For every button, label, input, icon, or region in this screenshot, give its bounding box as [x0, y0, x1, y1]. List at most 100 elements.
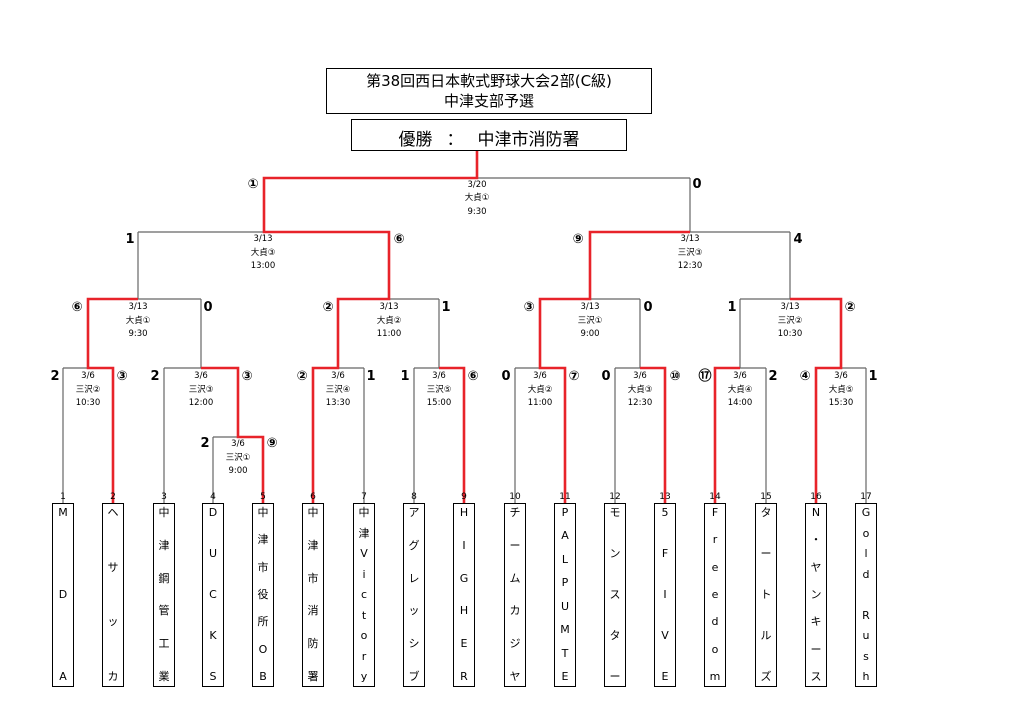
team-name-char: d: [862, 567, 870, 581]
team-name-char: d: [711, 615, 719, 629]
team-number: 6: [310, 492, 316, 502]
match-venue: 三沢⑤: [426, 384, 452, 395]
team-number: 1: [60, 492, 66, 502]
team-name-char: O: [258, 642, 268, 656]
r1-c-score-left: ②: [296, 369, 308, 384]
team-name-char: H: [459, 506, 469, 519]
team-number: 5: [260, 492, 266, 502]
team-name-char: [864, 589, 868, 601]
match-venue: 大貞①: [464, 193, 490, 203]
match-semi-left-info: 3/13 大貞③ 13:00: [251, 233, 276, 274]
r1-f-score-right: ⑩: [669, 369, 681, 384]
match-time: 13:30: [325, 398, 351, 408]
team-name: チームカジヤ: [505, 507, 525, 683]
qf2-score-right: 1: [441, 300, 451, 315]
team-name-char: シ: [408, 637, 420, 651]
team-name-char: タ: [760, 506, 772, 519]
team-name-char: G: [459, 571, 469, 585]
r1-g-score-left: ⑰: [698, 369, 712, 384]
final-score-left: ①: [247, 177, 259, 192]
team-name-char: 市: [307, 571, 319, 585]
team-name-char: モ: [609, 506, 621, 519]
r1-e-score-right: ⑦: [568, 369, 580, 384]
match-date: 3/6: [194, 371, 208, 381]
match-venue: 三沢②: [75, 384, 101, 395]
match-r1-f-info: 3/6 大貞③ 12:30: [628, 370, 653, 411]
match-time: 10:30: [777, 329, 803, 339]
team-number: 15: [760, 492, 772, 502]
team-name-char: S: [209, 670, 217, 683]
match-time: 15:00: [426, 398, 452, 408]
team-number: 13: [659, 492, 671, 502]
team-name: アグレッシブ: [404, 507, 424, 683]
team-name-char: キ: [810, 615, 822, 629]
team-name-char: R: [862, 608, 870, 622]
r1-b-score-right: ③: [241, 369, 253, 384]
team-name-char: タ: [609, 629, 621, 642]
team-name-char: ス: [609, 588, 621, 601]
team-name-char: チ: [509, 506, 521, 519]
final-score-right: 0: [692, 177, 702, 192]
match-r1-c-info: 3/6 三沢④ 13:30: [326, 370, 351, 411]
team-name-char: E: [661, 670, 669, 683]
match-time: 13:00: [250, 261, 276, 271]
team-name-char: K: [209, 629, 217, 642]
team-name-char: ー: [810, 642, 822, 656]
team-number: 10: [509, 492, 521, 502]
team-name-char: ヘ: [107, 506, 119, 519]
r1-c-score-right: 1: [366, 369, 376, 384]
team-name-char: r: [712, 533, 718, 547]
team-name-char: ジ: [509, 637, 521, 651]
team-number: 8: [411, 492, 417, 502]
team-name-char: カ: [509, 604, 521, 618]
match-venue: 大貞②: [527, 384, 553, 395]
team-name-char: e: [711, 587, 719, 601]
team-number: 14: [709, 492, 721, 502]
match-date: 3/6: [733, 371, 747, 381]
team-number: 11: [559, 492, 571, 502]
team-name-char: ヤ: [810, 560, 822, 574]
match-date: 3/20: [467, 179, 487, 190]
team-name-char: V: [661, 629, 669, 642]
team-name-char: ー: [509, 538, 521, 552]
r1-d-score-left: 1: [400, 369, 410, 384]
winner-path-team-11: [538, 230, 690, 503]
champion-team: 中津市消防署: [477, 129, 580, 150]
match-time: 9:00: [580, 329, 600, 339]
match-r0-info: 3/6 三沢① 9:00: [226, 438, 251, 479]
team-number: 12: [609, 492, 621, 502]
match-time: 14:00: [727, 398, 753, 408]
team-name: 中津市消防署: [303, 507, 323, 683]
team-name-char: 工: [158, 637, 170, 651]
team-name-char: 管: [158, 604, 170, 618]
team-name-char: U: [560, 599, 570, 613]
team-number: 17: [860, 492, 872, 502]
team-name: タートルズ: [756, 507, 776, 683]
team-name-char: m: [709, 669, 721, 683]
match-venue: 三沢③: [677, 247, 703, 258]
team-number: 3: [161, 492, 167, 502]
match-time: 11:00: [527, 398, 553, 408]
team-name-char: u: [862, 629, 870, 642]
qf1-score-left: ⑥: [71, 300, 83, 315]
winner-path-team-5: [201, 366, 265, 503]
team-box-15: タートルズ: [755, 503, 777, 687]
match-date: 3/13: [379, 302, 399, 312]
match-date: 3/13: [253, 234, 273, 244]
team-name-char: 消: [307, 604, 319, 618]
team-name-char: ・: [810, 533, 822, 547]
team-name-char: ン: [609, 547, 621, 560]
qf4-score-left: 1: [727, 300, 737, 315]
team-name-char: ル: [760, 629, 772, 642]
